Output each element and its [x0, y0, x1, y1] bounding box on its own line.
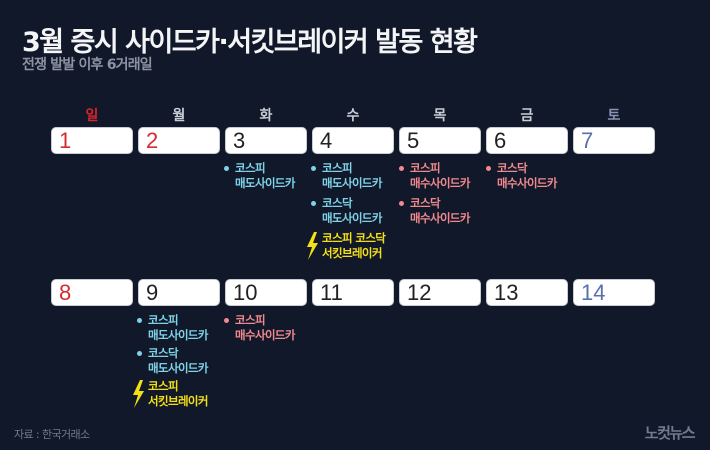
day-cell: 10 — [225, 279, 307, 306]
weekday-thu: 목 — [433, 108, 447, 124]
lightning-bolt-icon — [133, 380, 144, 408]
day-cell: 3 — [225, 127, 307, 154]
day-cell: 7 — [573, 127, 655, 154]
event-sell-sidecar: 코스닥 매도사이드카 — [137, 346, 208, 376]
day-cell: 4 — [312, 127, 394, 154]
weekday-sat: 토 — [607, 108, 621, 124]
weekday-tue: 화 — [259, 108, 273, 124]
day-cell: 5 — [399, 127, 481, 154]
day-cell: 1 — [51, 127, 133, 154]
event-circuit-breaker: 코스피 코스닥 서킷브레이커 — [307, 231, 386, 261]
event-sell-sidecar: 코스피 매도사이드카 — [137, 313, 208, 343]
weekday-wed: 수 — [346, 108, 360, 124]
day-cell: 2 — [138, 127, 220, 154]
bullet-icon — [224, 318, 229, 323]
event-buy-sidecar: 코스피 매수사이드카 — [399, 161, 470, 191]
bullet-icon — [137, 318, 142, 323]
day-cell: 6 — [486, 127, 568, 154]
day-cell: 9 — [138, 279, 220, 306]
bullet-icon — [399, 201, 404, 206]
weekday-sun: 일 — [85, 108, 99, 124]
source-note: 자료 : 한국거래소 — [14, 428, 90, 441]
day-cell: 11 — [312, 279, 394, 306]
event-circuit-breaker: 코스피 서킷브레이커 — [133, 379, 208, 409]
event-buy-sidecar: 코스닥 매수사이드카 — [399, 196, 470, 226]
day-cell: 12 — [399, 279, 481, 306]
event-buy-sidecar: 코스닥 매수사이드카 — [486, 161, 557, 191]
bullet-icon — [311, 166, 316, 171]
day-cell: 8 — [51, 279, 133, 306]
event-buy-sidecar: 코스피 매수사이드카 — [224, 313, 295, 343]
page-subtitle: 전쟁 발발 이후 6거래일 — [22, 57, 153, 73]
day-cell: 13 — [486, 279, 568, 306]
day-cell: 14 — [573, 279, 655, 306]
page-title: 3월 증시 사이드카·서킷브레이커 발동 현황 — [22, 27, 478, 58]
bullet-icon — [399, 166, 404, 171]
bullet-icon — [137, 351, 142, 356]
event-sell-sidecar: 코스피 매도사이드카 — [311, 161, 382, 191]
event-sell-sidecar: 코스피 매도사이드카 — [224, 161, 295, 191]
weekday-mon: 월 — [172, 108, 186, 124]
event-sell-sidecar: 코스닥 매도사이드카 — [311, 196, 382, 226]
bullet-icon — [486, 166, 491, 171]
publisher-logo: 노컷뉴스 — [644, 424, 696, 442]
bullet-icon — [224, 166, 229, 171]
weekday-fri: 금 — [520, 108, 534, 124]
bullet-icon — [311, 201, 316, 206]
lightning-bolt-icon — [307, 232, 318, 260]
